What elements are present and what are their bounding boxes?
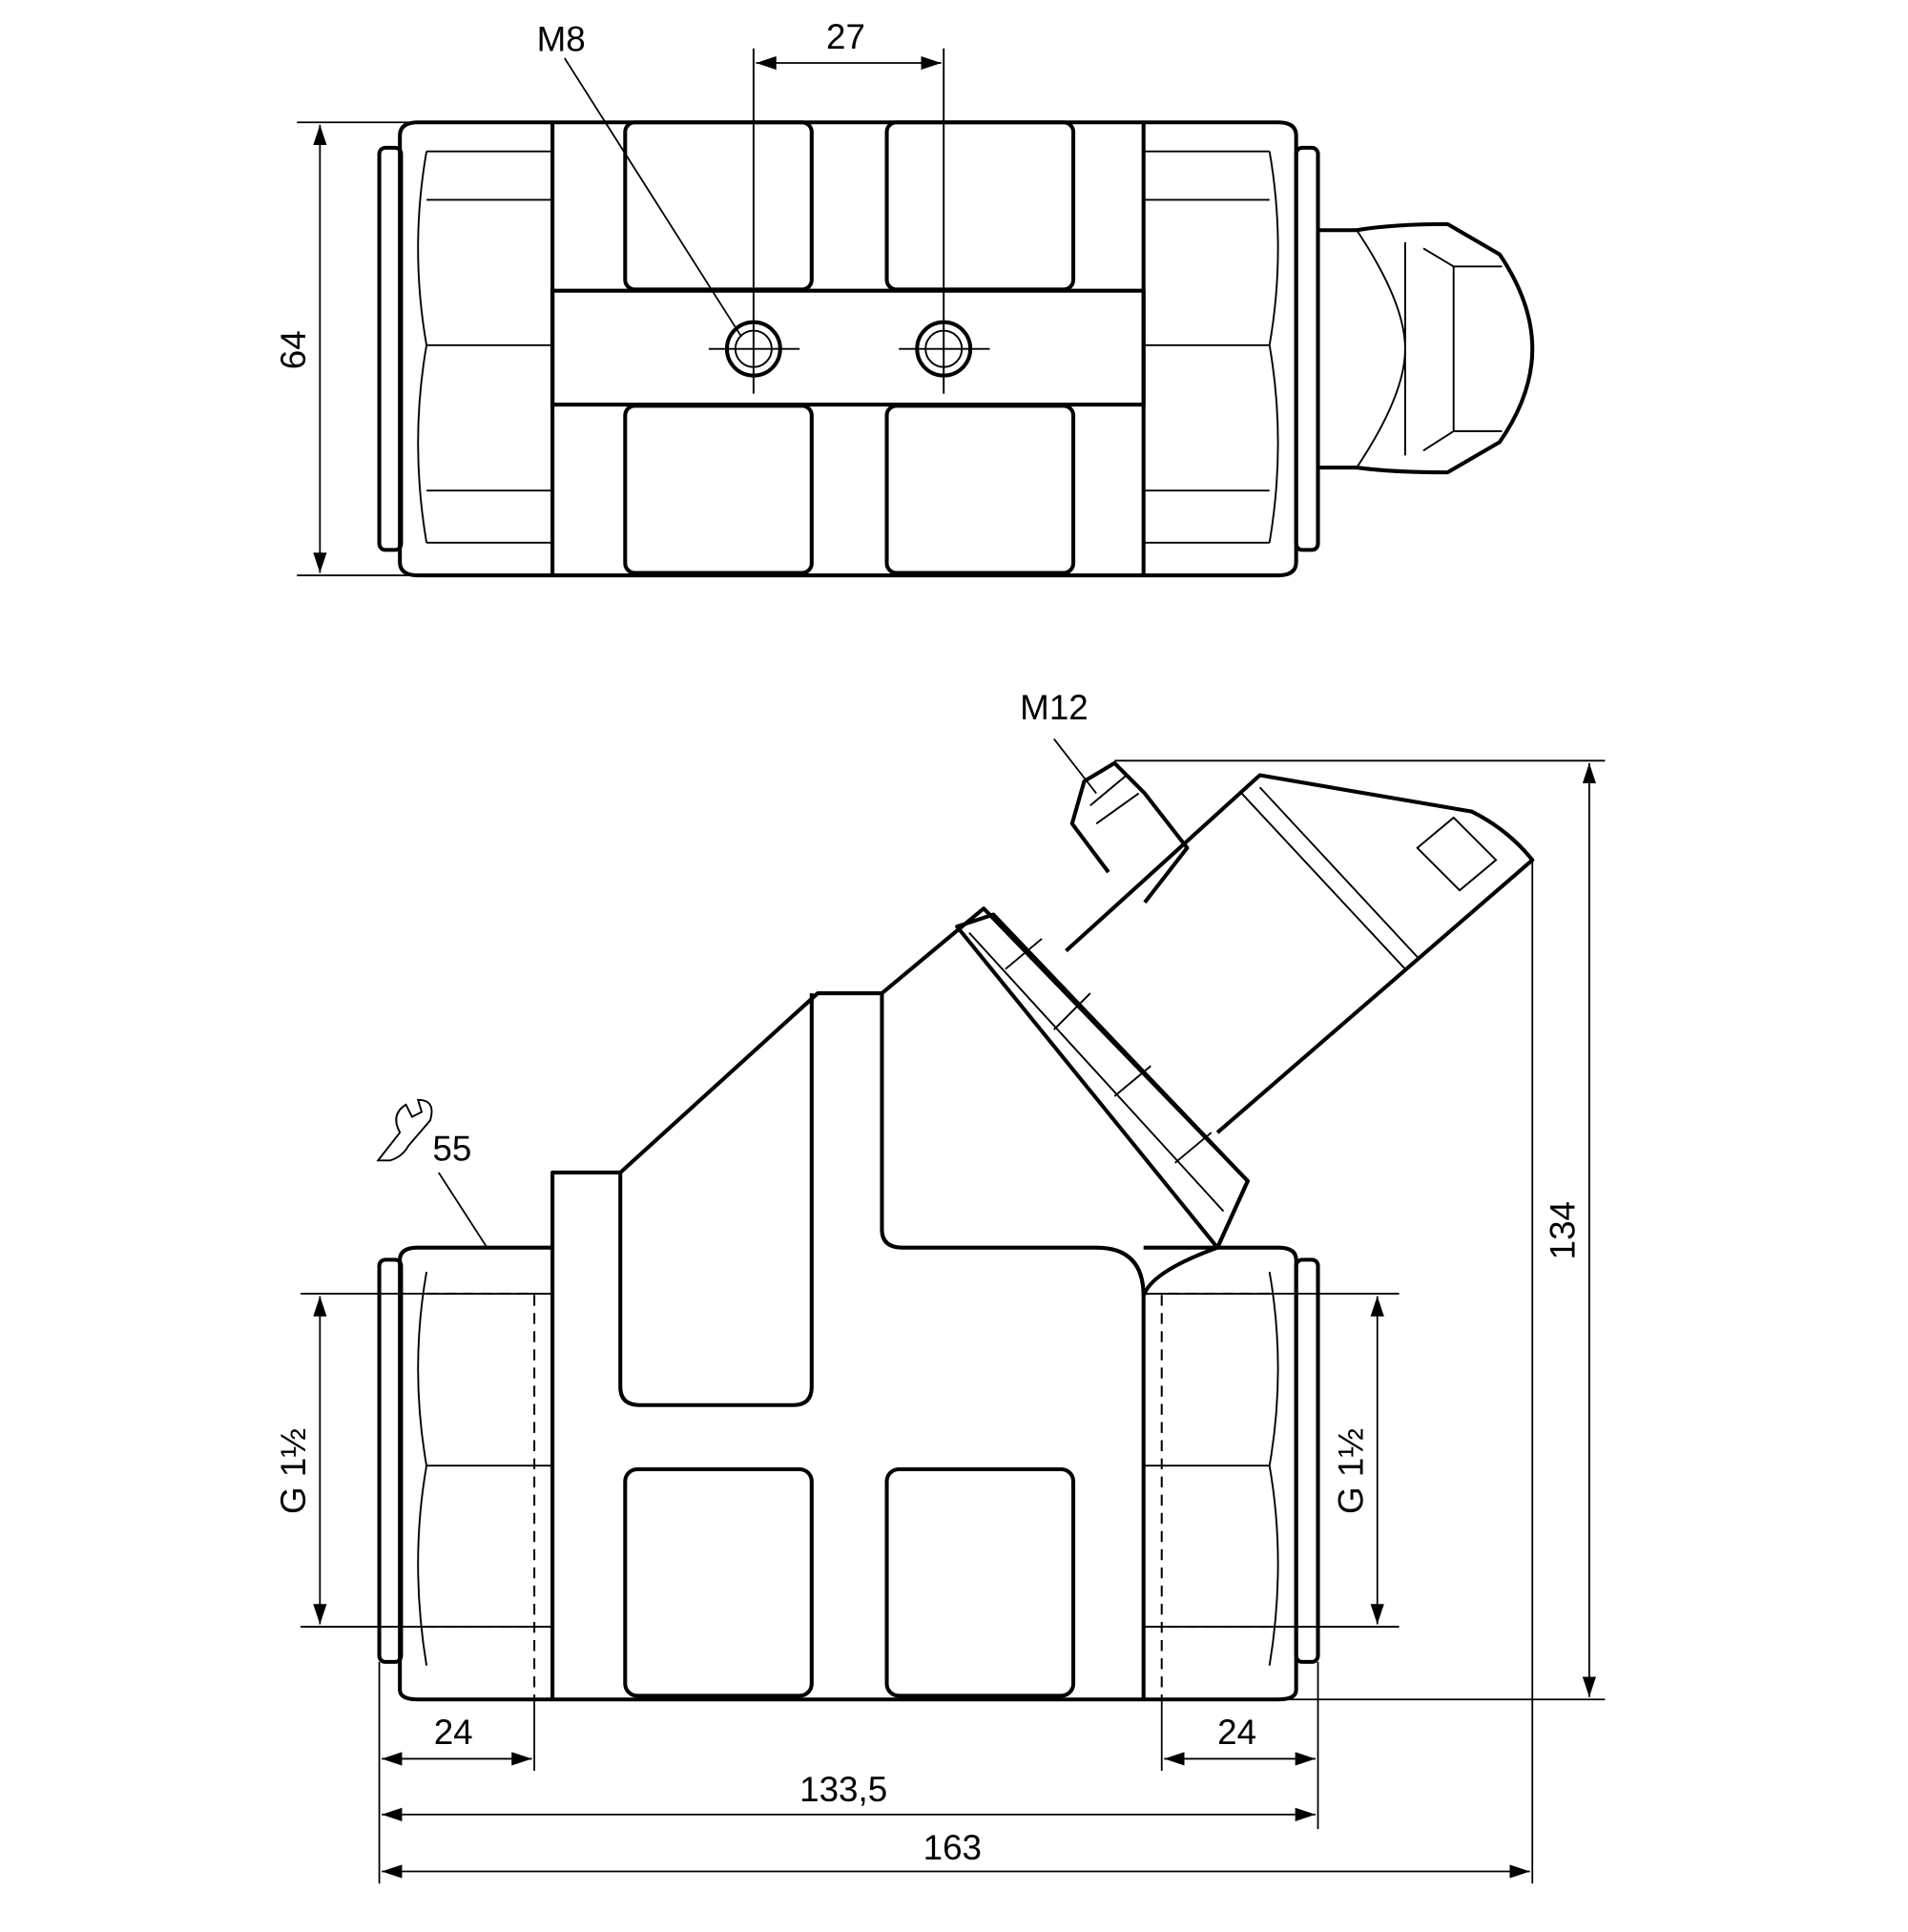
m8-label: M8 — [537, 19, 586, 58]
m12-label: M12 — [1020, 688, 1089, 727]
height-64-label: 64 — [274, 330, 313, 369]
length-1335-label: 133,5 — [799, 1770, 887, 1809]
depth-right-label: 24 — [1217, 1713, 1256, 1752]
depth-left-label: 24 — [434, 1713, 473, 1752]
top-view: M8 27 64 — [274, 17, 1535, 578]
length-163-label: 163 — [923, 1828, 982, 1867]
hole-spacing-label: 27 — [826, 17, 865, 56]
top-body — [550, 120, 1146, 578]
height-134-label: 134 — [1544, 1201, 1583, 1259]
side-body — [550, 906, 1250, 1702]
side-view: M12 55 G 1½ G 1½ 134 24 24 133,5 163 — [274, 688, 1606, 1884]
thread-right-label: G 1½ — [1331, 1428, 1370, 1514]
wrench-size-label: 55 — [432, 1129, 471, 1168]
thread-left-label: G 1½ — [274, 1428, 313, 1514]
wrench-icon — [376, 1098, 433, 1162]
